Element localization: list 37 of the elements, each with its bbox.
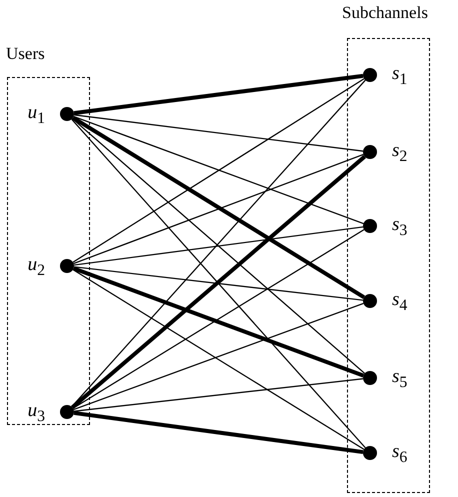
vertex-dot <box>363 294 377 308</box>
edge-line <box>72 78 364 263</box>
vertex-label: s$_{1}$ <box>392 64 408 88</box>
vertex-dot <box>363 446 377 460</box>
vertex-dot <box>363 145 377 159</box>
vertex-label: s$_{6}$ <box>392 442 408 466</box>
edge-line <box>74 266 364 301</box>
edge-line <box>74 226 364 266</box>
edge-line <box>72 266 364 378</box>
vertex-label: s$_{2}$ <box>392 141 408 165</box>
vertex-dot <box>363 68 377 82</box>
edge-line <box>71 155 366 409</box>
edge-line <box>74 114 364 152</box>
vertex-label: s$_{5}$ <box>392 367 408 391</box>
vertex-dot <box>363 219 377 233</box>
edge-line <box>73 154 364 264</box>
vertex-dot <box>60 107 74 121</box>
vertex-dot <box>363 371 377 385</box>
vertex-dot <box>60 405 74 419</box>
edge-line <box>72 116 366 300</box>
group-heading: Subchannels <box>342 3 428 23</box>
vertex-label: s$_{4}$ <box>392 290 408 314</box>
group-heading: Users <box>6 44 45 64</box>
edge-line <box>72 118 366 374</box>
edge-line <box>74 378 364 412</box>
edge-line <box>74 74 364 116</box>
vertex-dot <box>60 259 74 273</box>
edge-line <box>72 229 364 409</box>
vertex-label: u$_{2}$ <box>28 255 45 279</box>
edge-line <box>71 118 366 448</box>
vertex-label: u$_{1}$ <box>28 103 45 127</box>
vertex-label: s$_{3}$ <box>392 215 408 239</box>
edge-line <box>74 410 364 454</box>
edge-line <box>72 269 364 450</box>
edge-line <box>73 302 364 410</box>
edge-line <box>73 116 364 224</box>
vertex-label: u$_{3}$ <box>28 401 45 425</box>
